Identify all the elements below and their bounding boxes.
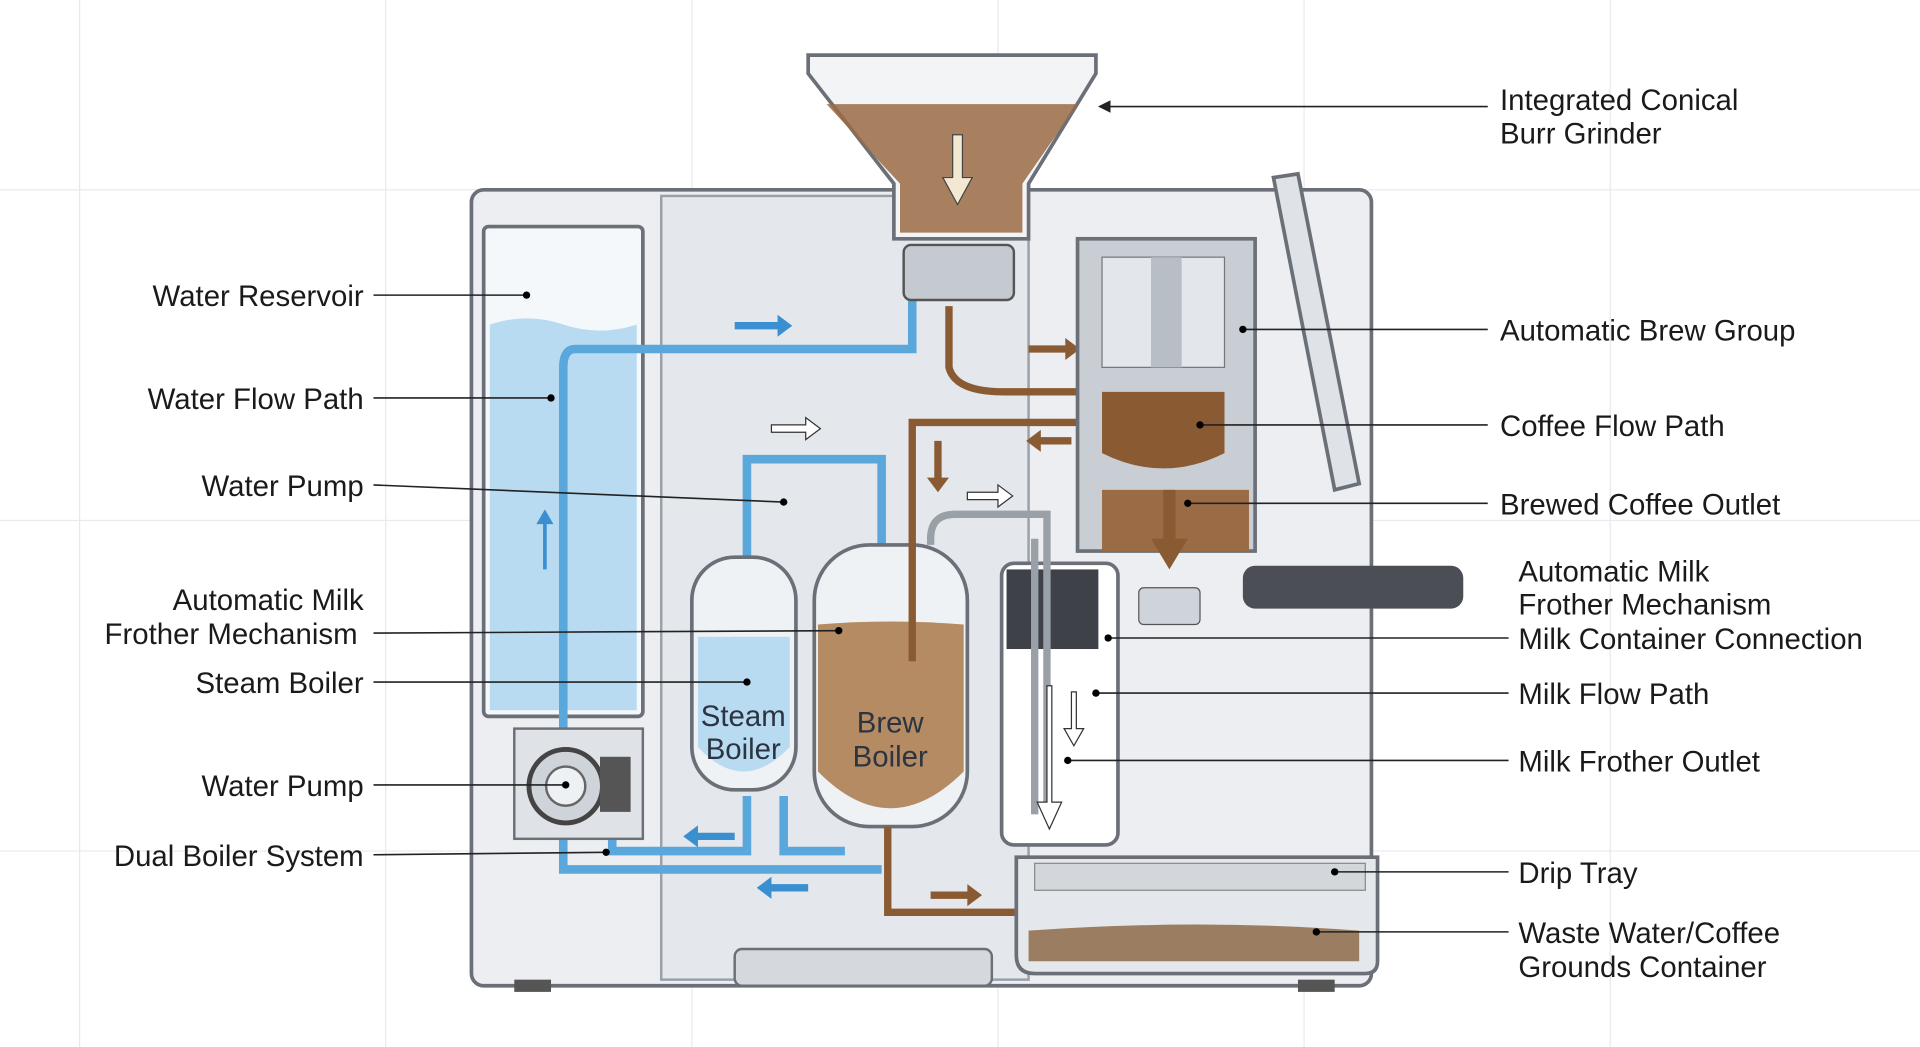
- label-milk-frother-left-line1: Automatic Milk: [173, 584, 364, 617]
- label-milk-container-connection: Milk Container Connection: [1518, 623, 1863, 656]
- label-milk-frother-right-line1: Automatic Milk: [1518, 556, 1709, 589]
- steam-boiler-label-line1: Steam: [701, 700, 786, 733]
- brew-group: [1075, 171, 1464, 626]
- label-waste-container-line1: Waste Water/Coffee: [1518, 917, 1780, 950]
- brew-boiler-label-line2: Boiler: [853, 741, 928, 774]
- steam-boiler-label-line2: Boiler: [706, 733, 781, 766]
- label-dual-boiler-system: Dual Boiler System: [114, 840, 364, 873]
- brew-boiler: Brew Boiler: [812, 543, 970, 829]
- left-labels: Water Reservoir Water Flow Path Water Pu…: [105, 280, 843, 873]
- steam-boiler: Steam Boiler: [690, 555, 798, 792]
- label-steam-boiler: Steam Boiler: [196, 667, 364, 700]
- label-milk-frother-outlet: Milk Frother Outlet: [1518, 745, 1760, 778]
- label-brewed-coffee-outlet: Brewed Coffee Outlet: [1500, 488, 1780, 521]
- label-burr-grinder-line1: Integrated Conical: [1500, 84, 1738, 117]
- water-flow-arrows: [683, 314, 809, 899]
- milk-container: [770, 416, 1120, 847]
- drip-tray: [1014, 855, 1380, 976]
- coffee-flow-arrows: [926, 337, 1080, 907]
- brew-boiler-label-line1: Brew: [857, 706, 925, 739]
- label-water-reservoir: Water Reservoir: [153, 280, 364, 313]
- water-pump: [513, 727, 645, 841]
- label-waste-container-line2: Grounds Container: [1518, 951, 1766, 984]
- label-milk-flow-path: Milk Flow Path: [1518, 678, 1709, 711]
- burr-grinder: [806, 53, 1098, 302]
- label-brew-group: Automatic Brew Group: [1500, 314, 1795, 347]
- label-coffee-flow-path: Coffee Flow Path: [1500, 410, 1725, 443]
- label-water-pump-upper: Water Pump: [202, 470, 364, 503]
- right-labels: Integrated Conical Burr Grinder Automati…: [1064, 84, 1863, 984]
- label-burr-grinder-line2: Burr Grinder: [1500, 117, 1662, 150]
- label-drip-tray: Drip Tray: [1518, 857, 1637, 890]
- label-water-flow-path: Water Flow Path: [148, 383, 364, 416]
- label-water-pump-lower: Water Pump: [202, 770, 364, 803]
- label-milk-frother-right-line2: Frother Mechanism: [1518, 589, 1771, 622]
- label-milk-frother-left-line2: Frother Mechanism: [105, 618, 358, 651]
